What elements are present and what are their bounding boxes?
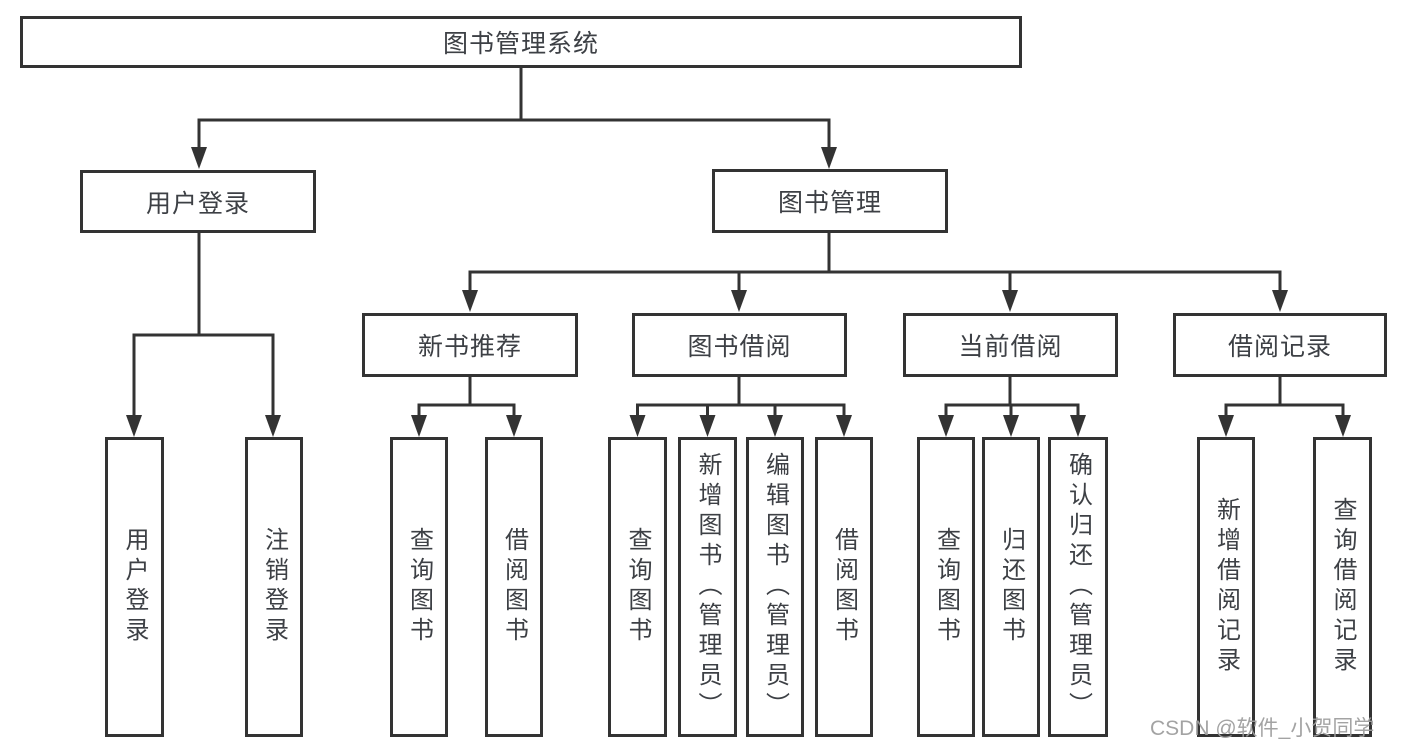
leaf-edit-books-admin: 编辑图书（管理员） <box>746 437 804 737</box>
leaf-logout: 注销登录 <box>245 437 303 737</box>
leaf-recommend-query-books: 查询图书 <box>390 437 448 737</box>
leaf-recommend-borrow-books: 借阅图书 <box>485 437 543 737</box>
leaf-label: 借阅图书 <box>500 527 528 647</box>
leaf-borrow-books: 借阅图书 <box>815 437 873 737</box>
node-borrow-records: 借阅记录 <box>1173 313 1387 377</box>
leaf-label: 新增图书（管理员） <box>694 452 721 722</box>
leaf-label: 查询借阅记录 <box>1329 497 1356 677</box>
leaf-add-borrow-record: 新增借阅记录 <box>1197 437 1255 737</box>
leaf-user-login: 用户登录 <box>105 437 164 737</box>
leaf-label: 查询图书 <box>624 527 651 647</box>
leaf-confirm-return-admin: 确认归还（管理员） <box>1048 437 1108 737</box>
node-book-borrow: 图书借阅 <box>632 313 847 377</box>
leaf-label: 注销登录 <box>260 527 288 647</box>
node-book-management: 图书管理 <box>712 169 948 233</box>
leaf-label: 归还图书 <box>997 527 1025 647</box>
leaf-label: 新增借阅记录 <box>1212 497 1240 677</box>
leaf-query-borrow-record: 查询借阅记录 <box>1313 437 1372 737</box>
leaf-current-query-books: 查询图书 <box>917 437 975 737</box>
leaf-label: 用户登录 <box>121 527 148 647</box>
node-user-login: 用户登录 <box>80 170 316 233</box>
node-new-book-recommend: 新书推荐 <box>362 313 578 377</box>
leaf-label: 借阅图书 <box>830 527 858 647</box>
watermark: CSDN @软件_小贺同学 <box>1150 717 1375 740</box>
leaf-label: 确认归还（管理员） <box>1064 452 1092 722</box>
leaf-borrow-query-books: 查询图书 <box>608 437 667 737</box>
leaf-return-books: 归还图书 <box>982 437 1040 737</box>
leaf-label: 查询图书 <box>932 527 960 647</box>
leaf-label: 查询图书 <box>405 527 433 647</box>
node-library-system: 图书管理系统 <box>20 16 1022 68</box>
node-current-borrow: 当前借阅 <box>903 313 1118 377</box>
leaf-label: 编辑图书（管理员） <box>761 452 789 722</box>
leaf-add-books-admin: 新增图书（管理员） <box>678 437 737 737</box>
